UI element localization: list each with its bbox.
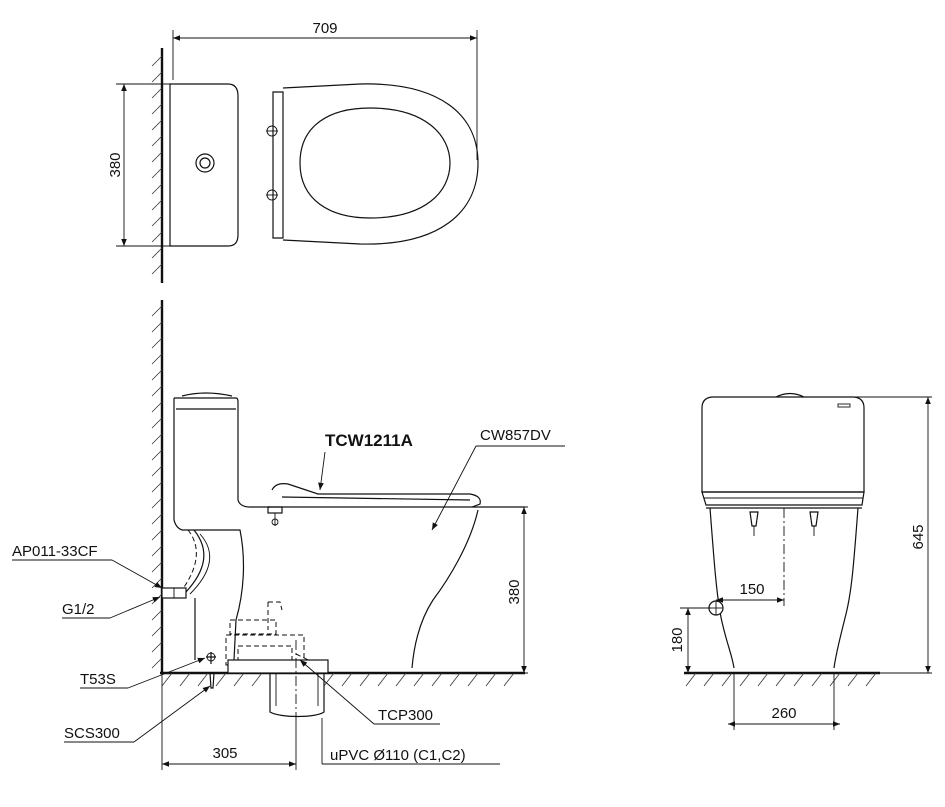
label-bolt: T53S (80, 671, 116, 688)
label-flange: TCP300 (378, 707, 433, 724)
side-view: 380 305 TCW1211A CW857DV AP011-33CF G1/2… (12, 300, 565, 770)
front-view: 645 150 180 260 (669, 392, 932, 730)
dim-top-width: 709 (312, 20, 337, 37)
label-seat: CW857DV (480, 427, 551, 444)
top-wall-hatch (151, 55, 163, 275)
top-view: 709 380 (107, 20, 479, 283)
side-floor-hatch (161, 672, 515, 687)
dim-side-height: 380 (506, 579, 523, 604)
label-pipe: uPVC Ø110 (C1,C2) (330, 747, 466, 764)
dim-side-rough-in: 305 (212, 745, 237, 762)
dim-front-base-width: 260 (771, 705, 796, 722)
dim-front-inlet-offset: 150 (739, 581, 764, 598)
side-wall-hatch (151, 305, 163, 669)
front-floor-hatch (685, 672, 877, 687)
label-thread: G1/2 (62, 601, 95, 618)
dim-front-inlet-height: 180 (669, 627, 686, 652)
dim-top-depth: 380 (107, 152, 124, 177)
dim-front-height: 645 (910, 524, 927, 549)
label-screws: SCS300 (64, 725, 120, 742)
label-valve: AP011-33CF (12, 543, 98, 560)
label-model: TCW1211A (325, 431, 413, 450)
